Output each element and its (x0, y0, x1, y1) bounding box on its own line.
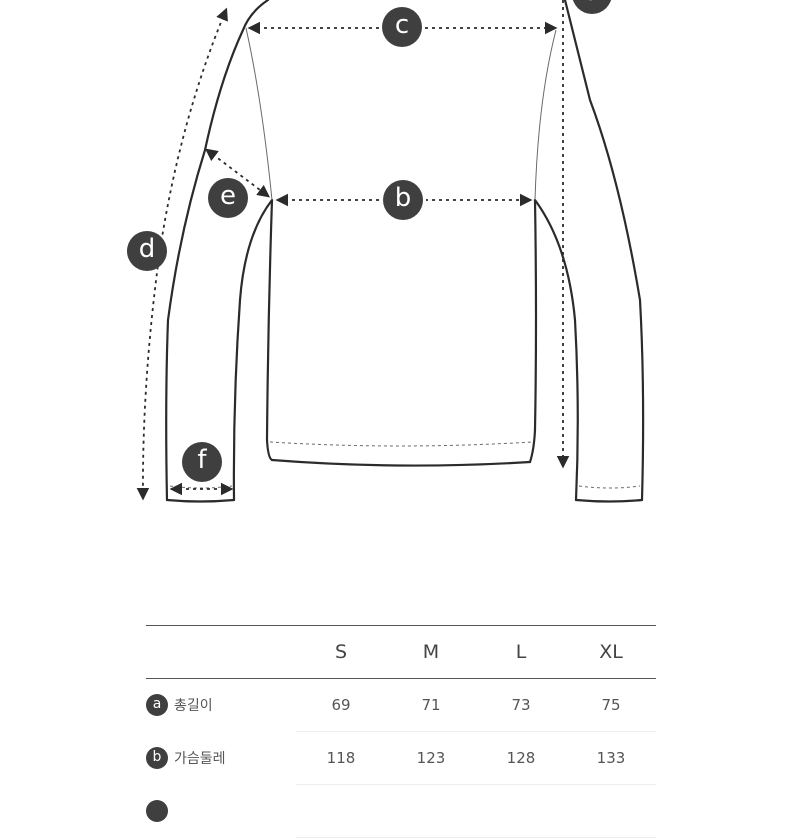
table-cell: 118 (296, 731, 386, 785)
table-cell (296, 784, 386, 838)
row-label (146, 785, 296, 838)
row-label: a 총길이 (146, 679, 296, 732)
badge-b: b (382, 180, 426, 220)
badge-f: f (182, 442, 222, 482)
sweater-diagram: c b e d f a (127, 0, 645, 503)
table-cell (476, 784, 566, 838)
badge-f-text: f (197, 445, 207, 475)
table-cell: 123 (386, 731, 476, 785)
row-label-text: 가슴둘레 (174, 751, 226, 767)
badge-d: d (127, 231, 167, 271)
size-header-s: S (296, 625, 386, 679)
badge-e: e (208, 178, 248, 218)
arrow-e (204, 148, 271, 198)
badge-e-text: e (220, 181, 236, 211)
table-cell (386, 784, 476, 838)
table-cell: 75 (566, 678, 656, 732)
size-header-m: M (386, 625, 476, 679)
table-cell: 69 (296, 678, 386, 732)
raglan-seams (169, 27, 641, 489)
badge-b-text: b (395, 183, 412, 213)
row-badge (146, 800, 168, 822)
badge-d-text: d (139, 234, 156, 264)
badge-c: c (382, 7, 425, 47)
measurement-arrows (136, 0, 570, 501)
size-header-l: L (476, 625, 566, 679)
row-badge: b (146, 747, 168, 769)
table-cell: 133 (566, 731, 656, 785)
table-cell: 73 (476, 678, 566, 732)
row-badge: a (146, 694, 168, 717)
badge-a: a (572, 0, 612, 14)
row-label-text: 총길이 (174, 698, 213, 715)
table-cell (566, 784, 656, 838)
table-row (146, 784, 656, 838)
size-header-xl: XL (566, 625, 656, 679)
table-cell: 128 (476, 731, 566, 785)
badge-a-text: a (584, 0, 600, 7)
sweater-outline (165, 0, 645, 503)
table-row: b 가슴둘레 118 123 128 133 (146, 731, 656, 785)
row-label: b 가슴둘레 (146, 732, 296, 785)
badge-c-text: c (395, 10, 409, 40)
size-table: S M L XL a 총길이 69 71 73 75 b 가슴둘레 118 123 … (146, 625, 656, 838)
table-row: a 총길이 69 71 73 75 (146, 678, 656, 732)
table-cell: 71 (386, 678, 476, 732)
size-header-row: S M L XL (146, 625, 656, 679)
size-header-blank (146, 625, 296, 679)
